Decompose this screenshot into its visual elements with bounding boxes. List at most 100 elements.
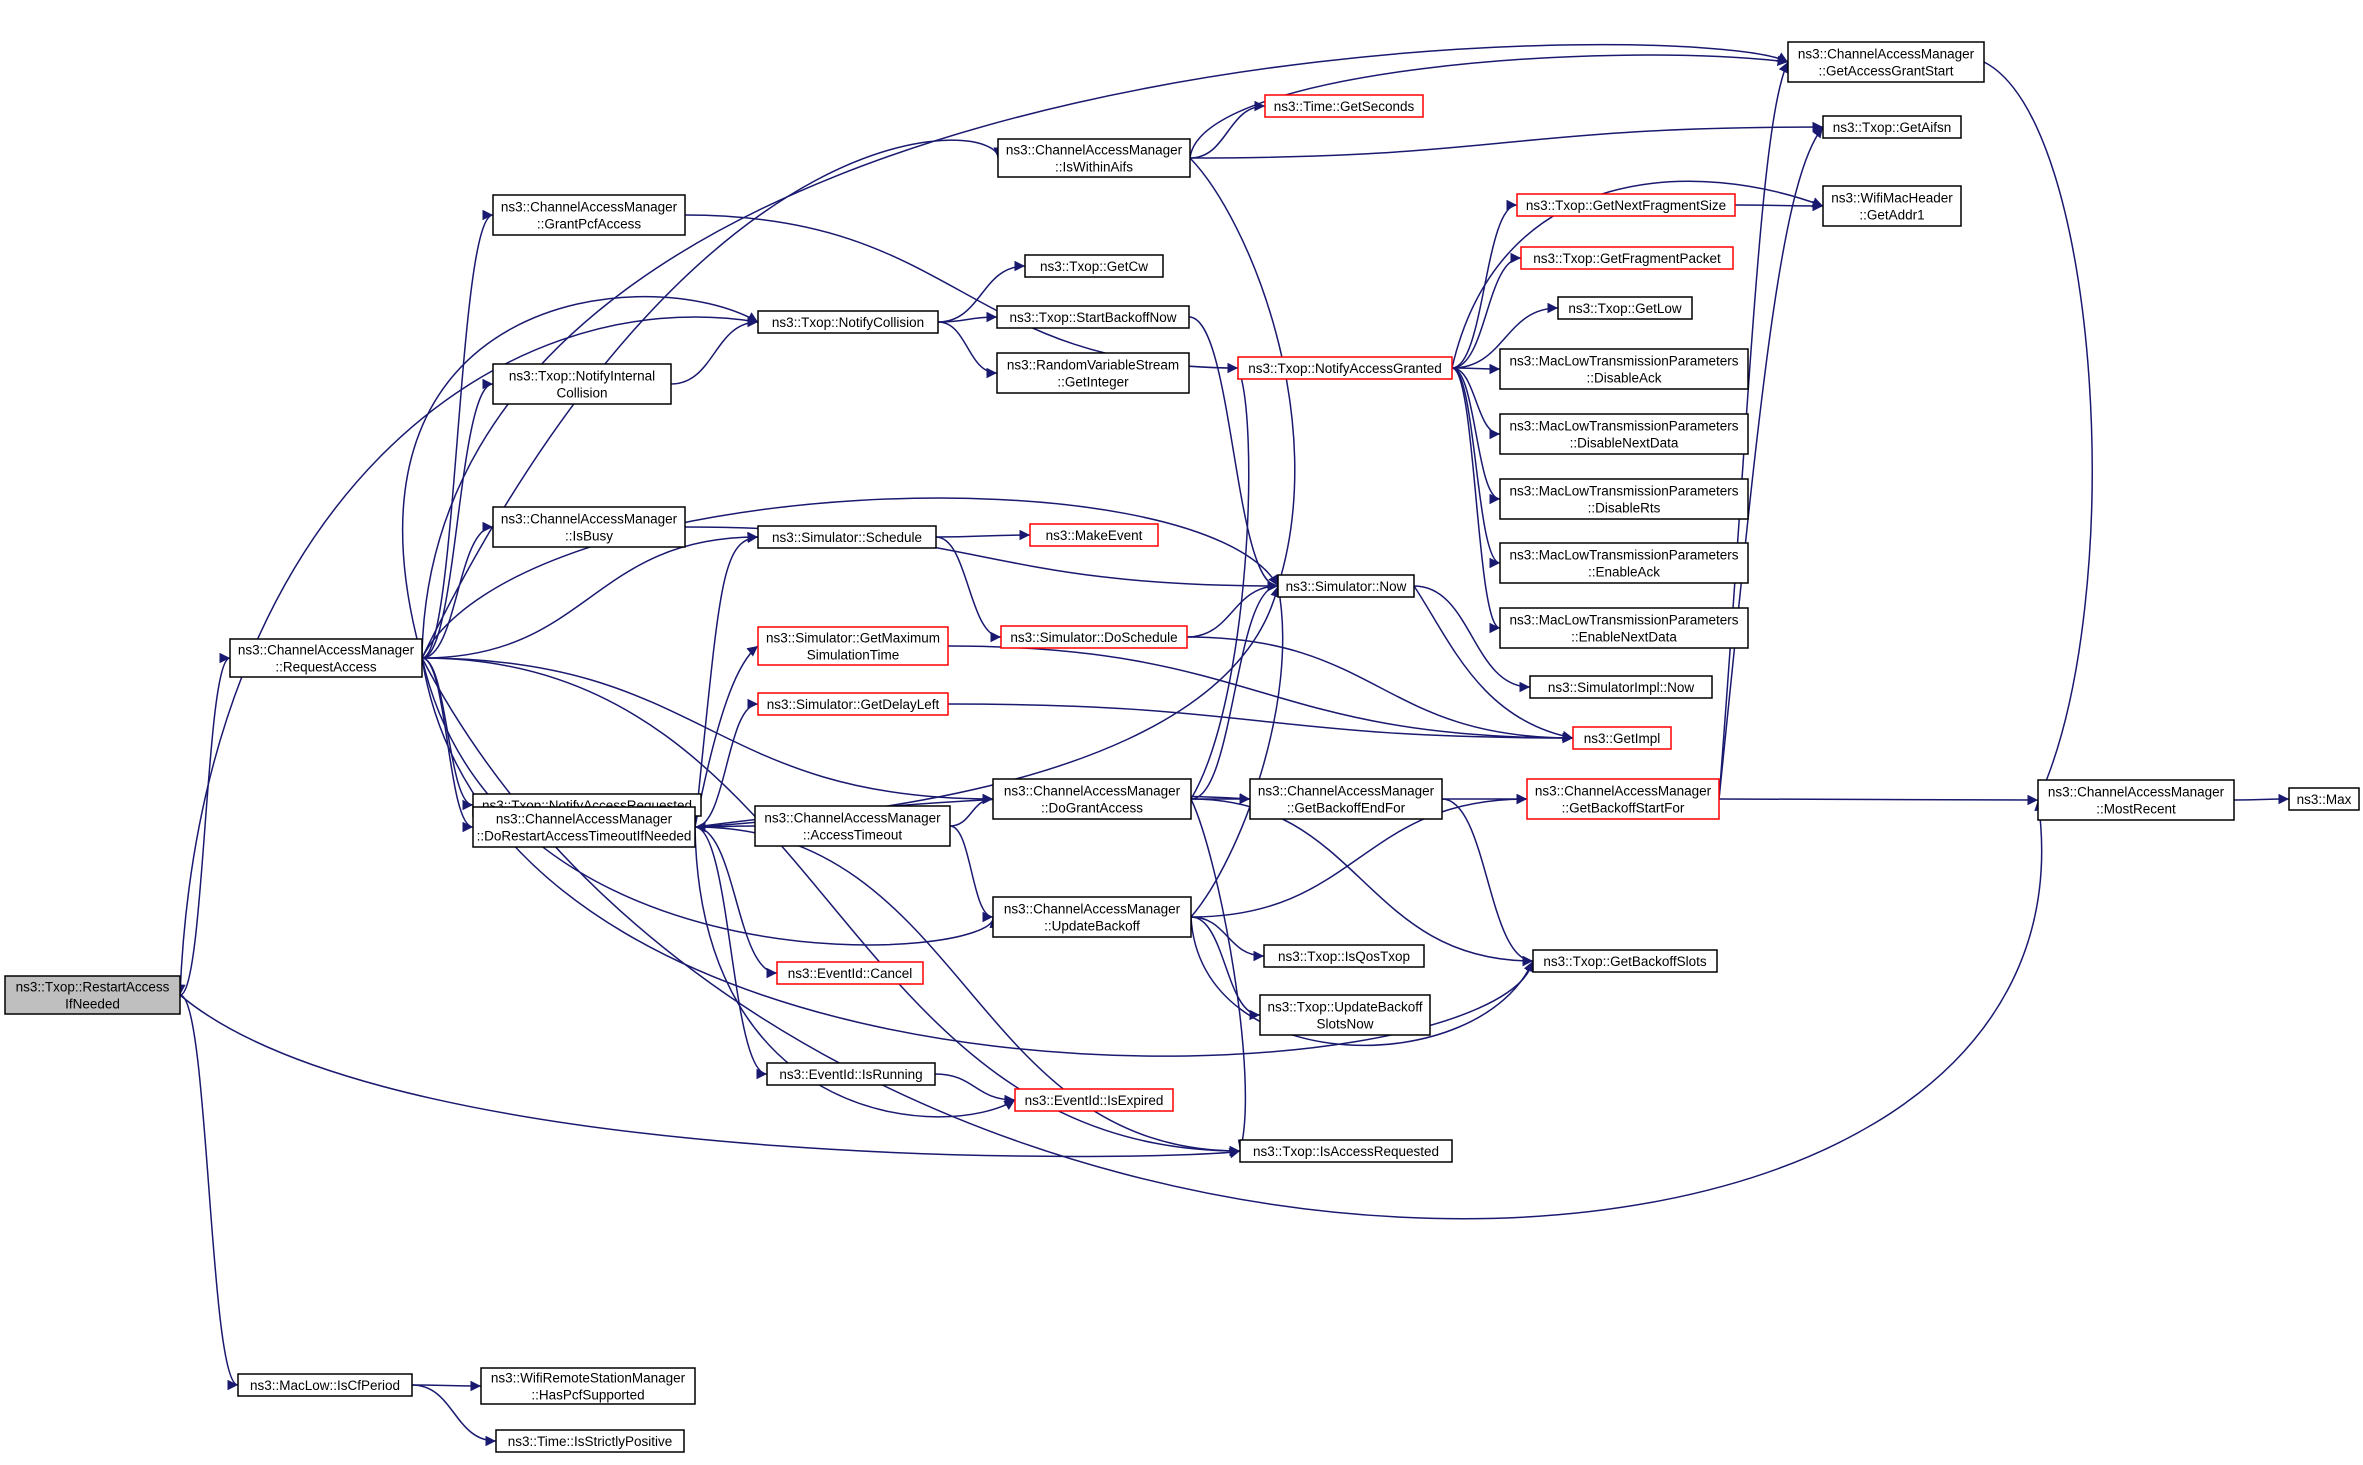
function-node-getbackoffstart[interactable]: ns3::ChannelAccessManager::GetBackoffSta… xyxy=(1526,778,1720,820)
function-node-box[interactable] xyxy=(757,626,949,666)
function-node-box[interactable] xyxy=(1259,994,1431,1036)
function-node-disablenext[interactable]: ns3::MacLowTransmissionParameters::Disab… xyxy=(1499,413,1749,455)
function-node-box[interactable] xyxy=(1237,356,1453,380)
function-node-box[interactable] xyxy=(1029,523,1159,547)
function-node-box[interactable] xyxy=(1239,1139,1453,1163)
function-node-box[interactable] xyxy=(776,961,924,985)
function-node-getfragpkt[interactable]: ns3::Txop::GetFragmentPacket xyxy=(1520,246,1734,270)
function-node-dogrant[interactable]: ns3::ChannelAccessManager::DoGrantAccess xyxy=(992,778,1192,820)
function-node-isexpired[interactable]: ns3::EventId::IsExpired xyxy=(1014,1088,1174,1112)
function-node-box[interactable] xyxy=(472,806,696,848)
function-node-enablenext[interactable]: ns3::MacLowTransmissionParameters::Enabl… xyxy=(1499,607,1749,649)
function-node-box[interactable] xyxy=(1520,246,1734,270)
function-node-makeevent[interactable]: ns3::MakeEvent xyxy=(1029,523,1159,547)
function-node-box[interactable] xyxy=(1000,625,1188,649)
function-node-getnextfrag[interactable]: ns3::Txop::GetNextFragmentSize xyxy=(1516,193,1736,217)
function-node-isbusy[interactable]: ns3::ChannelAccessManager::IsBusy xyxy=(492,506,686,548)
function-node-schedule[interactable]: ns3::Simulator::Schedule xyxy=(757,525,937,549)
function-node-box[interactable] xyxy=(766,1062,936,1086)
function-node-box[interactable] xyxy=(237,1373,413,1397)
function-node-box[interactable] xyxy=(754,805,951,847)
function-node-request[interactable]: ns3::ChannelAccessManager::RequestAccess xyxy=(229,638,423,678)
function-node-box[interactable] xyxy=(1264,94,1424,118)
function-node-box[interactable] xyxy=(992,896,1192,938)
function-node-box[interactable] xyxy=(1557,296,1693,320)
function-node-max[interactable]: ns3::Max xyxy=(2288,787,2360,811)
function-node-now[interactable]: ns3::Simulator::Now xyxy=(1277,574,1415,598)
function-node-box[interactable] xyxy=(492,194,686,236)
function-node-startbackoff[interactable]: ns3::Txop::StartBackoffNow xyxy=(996,305,1190,329)
function-node-box[interactable] xyxy=(757,692,949,716)
function-node-box[interactable] xyxy=(1024,254,1164,278)
function-node-box[interactable] xyxy=(1499,542,1749,584)
function-node-implnow[interactable]: ns3::SimulatorImpl::Now xyxy=(1529,675,1713,699)
function-node-box[interactable] xyxy=(996,352,1190,394)
function-node-box[interactable] xyxy=(1529,675,1713,699)
function-node-box[interactable] xyxy=(1516,193,1736,217)
function-node-getaddr1[interactable]: ns3::WifiMacHeader::GetAddr1 xyxy=(1822,185,1962,227)
function-node-box[interactable] xyxy=(492,506,686,548)
function-node-box[interactable] xyxy=(757,310,939,334)
function-node-notifycoll[interactable]: ns3::Txop::NotifyCollision xyxy=(757,310,939,334)
function-node-box[interactable] xyxy=(1526,778,1720,820)
function-node-box[interactable] xyxy=(1787,41,1985,83)
function-node-getdelay[interactable]: ns3::Simulator::GetDelayLeft xyxy=(757,692,949,716)
function-node-doschedule[interactable]: ns3::Simulator::DoSchedule xyxy=(1000,625,1188,649)
function-node-getcw[interactable]: ns3::Txop::GetCw xyxy=(1024,254,1164,278)
function-node-strictpos[interactable]: ns3::Time::IsStrictlyPositive xyxy=(495,1429,685,1453)
function-node-getbackoffslots[interactable]: ns3::Txop::GetBackoffSlots xyxy=(1532,949,1718,973)
function-node-box[interactable] xyxy=(4,975,181,1015)
function-node-isaccreq[interactable]: ns3::Txop::IsAccessRequested xyxy=(1239,1139,1453,1163)
function-node-box[interactable] xyxy=(2037,779,2235,821)
function-node-iscfp[interactable]: ns3::MacLow::IsCfPeriod xyxy=(237,1373,413,1397)
function-node-label: ns3::Simulator::Now xyxy=(1286,579,1407,594)
function-node-isrunning[interactable]: ns3::EventId::IsRunning xyxy=(766,1062,936,1086)
function-node-acctimeout[interactable]: ns3::ChannelAccessManager::AccessTimeout xyxy=(754,805,951,847)
function-node-box[interactable] xyxy=(1822,115,1962,139)
function-node-box[interactable] xyxy=(1572,726,1672,750)
function-node-mostrecent[interactable]: ns3::ChannelAccessManager::MostRecent xyxy=(2037,779,2235,821)
function-node-box[interactable] xyxy=(1822,185,1962,227)
function-node-box[interactable] xyxy=(2288,787,2360,811)
function-node-box[interactable] xyxy=(1249,778,1443,820)
function-node-box[interactable] xyxy=(1532,949,1718,973)
function-node-dorestart[interactable]: ns3::ChannelAccessManager::DoRestartAcce… xyxy=(472,806,696,848)
function-node-getlow[interactable]: ns3::Txop::GetLow xyxy=(1557,296,1693,320)
call-arrow xyxy=(1190,585,1286,918)
function-node-getimpl[interactable]: ns3::GetImpl xyxy=(1572,726,1672,750)
function-node-box[interactable] xyxy=(996,305,1190,329)
function-node-box[interactable] xyxy=(992,778,1192,820)
function-node-getaccessgrant[interactable]: ns3::ChannelAccessManager::GetAccessGran… xyxy=(1787,41,1985,83)
function-node-notifygranted[interactable]: ns3::Txop::NotifyAccessGranted xyxy=(1237,356,1453,380)
function-node-box[interactable] xyxy=(757,525,937,549)
function-node-box[interactable] xyxy=(229,638,423,678)
function-node-box[interactable] xyxy=(1499,478,1749,520)
function-node-getseconds[interactable]: ns3::Time::GetSeconds xyxy=(1264,94,1424,118)
function-node-cancel[interactable]: ns3::EventId::Cancel xyxy=(776,961,924,985)
function-node-grantpcf[interactable]: ns3::ChannelAccessManager::GrantPcfAcces… xyxy=(492,194,686,236)
function-node-box[interactable] xyxy=(1277,574,1415,598)
function-node-disablerts[interactable]: ns3::MacLowTransmissionParameters::Disab… xyxy=(1499,478,1749,520)
function-node-updatebackoff[interactable]: ns3::ChannelAccessManager::UpdateBackoff xyxy=(992,896,1192,938)
function-node-box[interactable] xyxy=(1499,348,1749,390)
function-node-box[interactable] xyxy=(492,363,672,405)
function-node-box[interactable] xyxy=(1263,944,1425,968)
function-node-box[interactable] xyxy=(1499,413,1749,455)
function-node-iswithin[interactable]: ns3::ChannelAccessManager::IsWithinAifs xyxy=(997,138,1191,178)
function-node-box[interactable] xyxy=(480,1367,696,1405)
function-node-box[interactable] xyxy=(1499,607,1749,649)
function-node-getbackoffend[interactable]: ns3::ChannelAccessManager::GetBackoffEnd… xyxy=(1249,778,1443,820)
function-node-getinteger[interactable]: ns3::RandomVariableStream::GetInteger xyxy=(996,352,1190,394)
function-node-box[interactable] xyxy=(495,1429,685,1453)
function-node-disableack[interactable]: ns3::MacLowTransmissionParameters::Disab… xyxy=(1499,348,1749,390)
function-node-box[interactable] xyxy=(1014,1088,1174,1112)
function-node-haspcf[interactable]: ns3::WifiRemoteStationManager::HasPcfSup… xyxy=(480,1367,696,1405)
function-node-isqos[interactable]: ns3::Txop::IsQosTxop xyxy=(1263,944,1425,968)
function-node-getaifsn[interactable]: ns3::Txop::GetAifsn xyxy=(1822,115,1962,139)
function-node-box[interactable] xyxy=(997,138,1191,178)
function-node-enableack[interactable]: ns3::MacLowTransmissionParameters::Enabl… xyxy=(1499,542,1749,584)
